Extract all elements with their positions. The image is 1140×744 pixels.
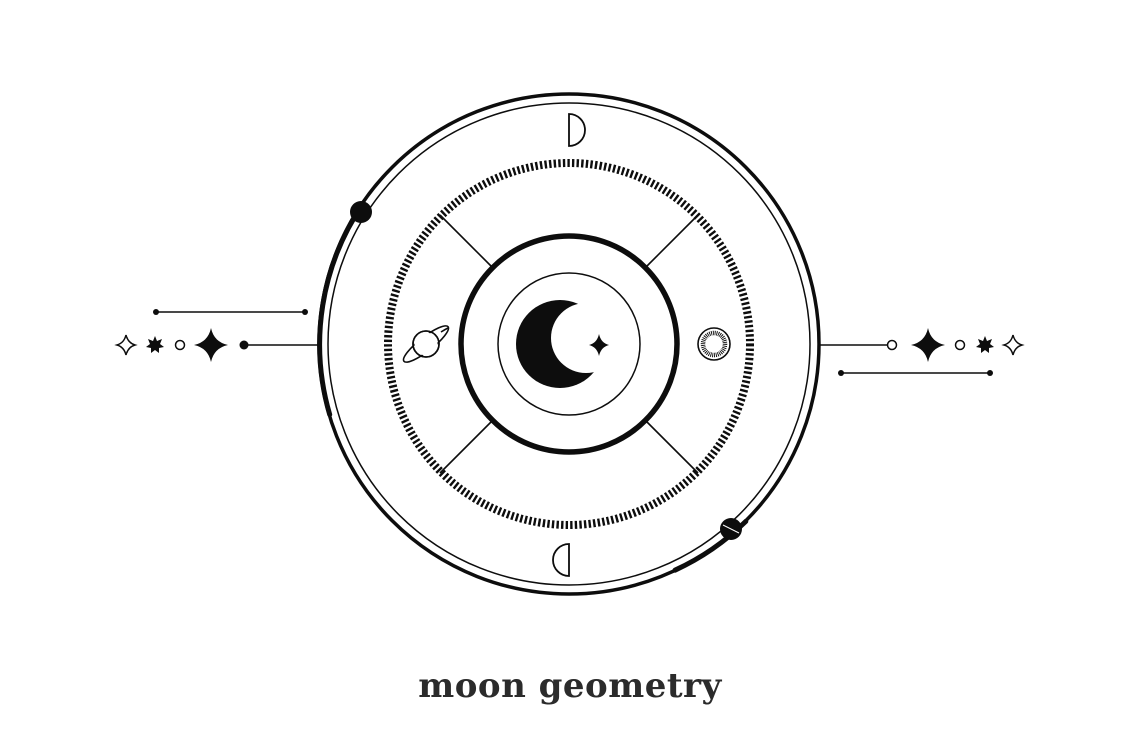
spoke-top-left (439, 214, 493, 268)
right-ornament (820, 339, 993, 376)
spoke-bottom-right (645, 420, 699, 474)
inner-ring-thin (497, 272, 641, 416)
burst-star-icon (976, 336, 994, 353)
outer-ring-inner (327, 102, 811, 586)
dashed-ring (384, 159, 754, 529)
spoke-top-right (645, 214, 699, 268)
half-moon-icon (568, 113, 586, 147)
four-point-star-icon (911, 328, 945, 362)
orbit-arc-upper (317, 200, 366, 418)
sparkle-icon (114, 334, 138, 356)
planet-ring-icon (402, 325, 450, 363)
orbit-bead-upper (350, 201, 372, 223)
spoke-bottom-left (439, 420, 493, 474)
caption-title: moon geometry (418, 666, 722, 706)
ring-dot-icon (174, 339, 186, 351)
inner-ring-bold (458, 233, 680, 455)
four-point-star-icon (194, 328, 228, 362)
half-moon-icon (552, 543, 570, 577)
left-ornament (153, 309, 318, 350)
crescent-moon-icon (516, 300, 604, 388)
four-point-star-icon (589, 334, 609, 356)
orbit-bead-lower-mark (722, 524, 740, 534)
sparkle-icon (1001, 334, 1025, 356)
ring-dot-icon (954, 339, 966, 351)
burst-star-icon (146, 336, 164, 353)
sun-icon (697, 327, 731, 361)
